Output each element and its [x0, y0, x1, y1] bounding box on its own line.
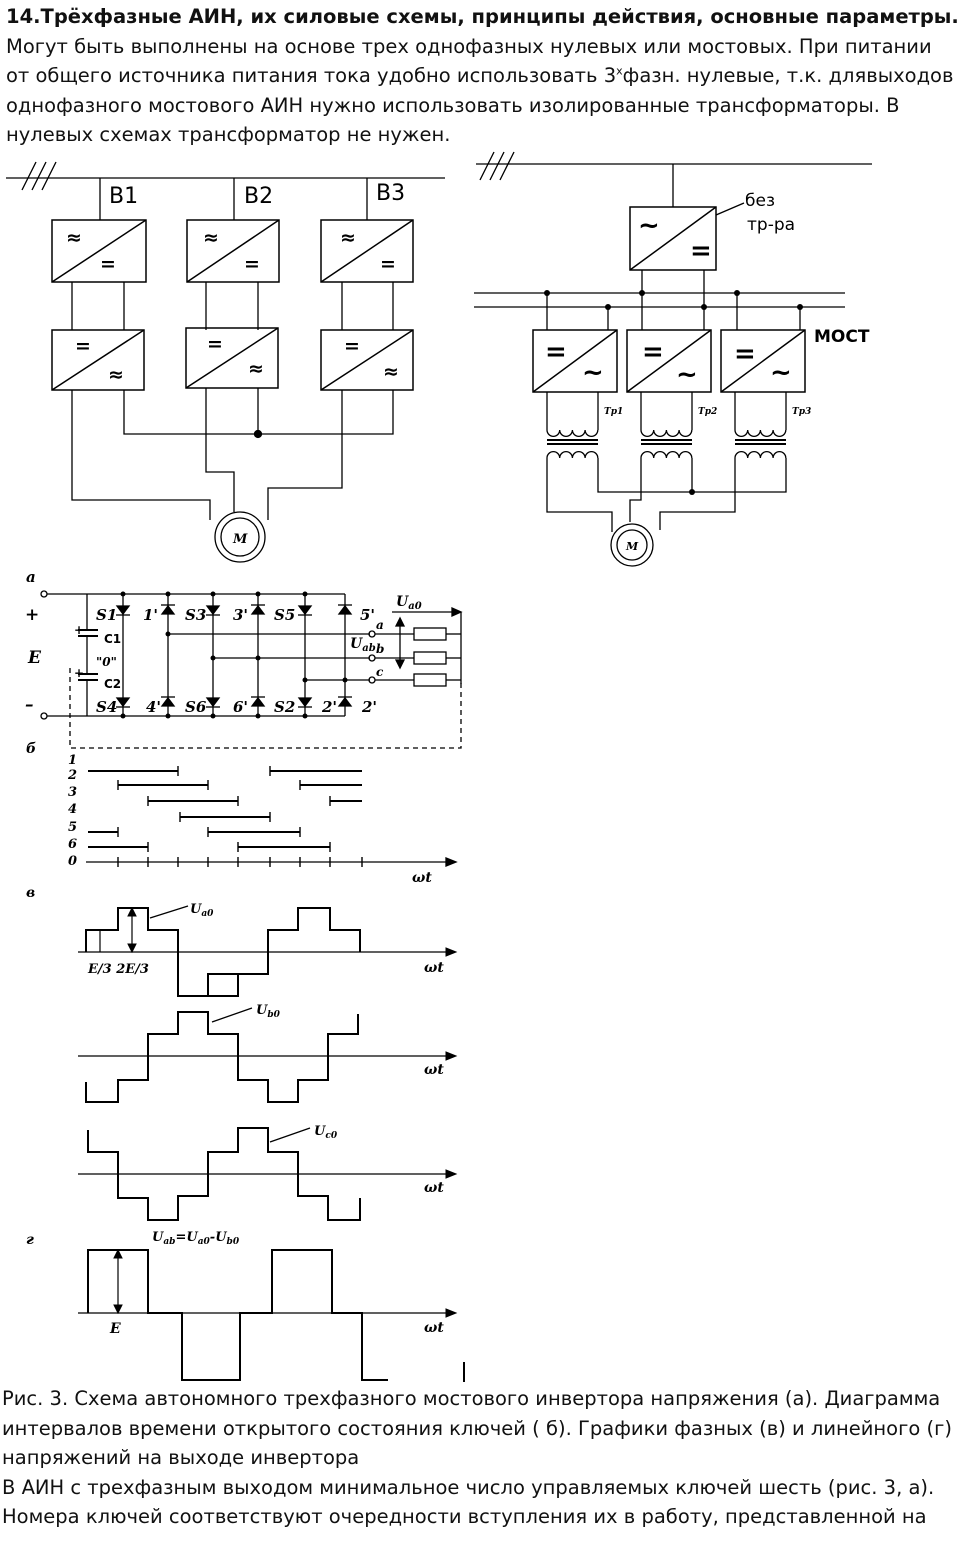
timing-diagram: б 1 2 3 4 5 6 0 ωt: [26, 741, 458, 886]
bridge-ac-1: ~: [582, 358, 604, 388]
figure-caption: Рис. 3. Схема автономного трехфазного мо…: [2, 1384, 967, 1532]
source-label: E: [27, 648, 42, 668]
switch-s1: S1: [96, 606, 117, 624]
rect-sym-1: ≈: [66, 227, 82, 249]
tr2-label: Тр2: [698, 407, 717, 417]
dc-sym-2: =: [244, 253, 260, 275]
note-line1: без: [745, 191, 775, 211]
ua0-wave-label: Ua0: [190, 902, 214, 919]
cap1-label: C1: [104, 632, 121, 646]
intro-text: 14.Трёхфазные АИН, их силовые схемы, при…: [6, 2, 961, 150]
ua0-label: Ua0: [396, 594, 422, 612]
dc-sym-1: =: [100, 253, 116, 275]
switch-6p: 6': [233, 698, 248, 716]
panel-a-label: а: [26, 568, 36, 586]
line-axis-label: ωt: [424, 1320, 444, 1336]
dc-sym-5: =: [207, 333, 223, 355]
out-b-label: b: [376, 642, 384, 656]
cap2-label: C2: [104, 677, 121, 691]
phase-voltages: в Ua0 E/3 2E/3 ωt Ub0 ωt Uc0 ωt: [26, 885, 458, 1221]
row-2-label: 2: [67, 768, 77, 783]
uc0-axis-label: ωt: [424, 1180, 444, 1196]
ua0-axis-label: ωt: [424, 960, 444, 976]
ub0-wave-label: Ub0: [256, 1003, 281, 1020]
row-1-label: 1: [68, 753, 77, 768]
transformers: [546, 392, 787, 459]
caption-p1: Рис. 3. Схема автономного трехфазного мо…: [2, 1387, 952, 1470]
line-voltage: г Uab=Ua0-Ub0 E ωt: [26, 1230, 465, 1382]
line-formula: Uab=Ua0-Ub0: [152, 1230, 240, 1247]
ac-sym-rect: ~: [638, 211, 660, 241]
uc0-wave-label: Uc0: [314, 1124, 338, 1141]
inverter-scheme: а + – E + + "0" C1 C2: [25, 568, 463, 749]
label-b2: В2: [244, 184, 273, 209]
section-title: 14.Трёхфазные АИН, их силовые схемы, при…: [6, 5, 959, 28]
switch-s2: S2: [274, 698, 295, 716]
intro-body-2: фазн. нулевые, т.к. длявыходов однофазно…: [6, 64, 954, 147]
caption-p2: В АИН с трехфазным выходом минимальное ч…: [2, 1475, 935, 1529]
bridge-label: МОСТ: [814, 327, 870, 347]
label-b1: В1: [109, 184, 138, 209]
motor-left-label: М: [232, 532, 248, 547]
ub0-axis-label: ωt: [424, 1062, 444, 1078]
timing-axis-label: ωt: [412, 870, 432, 886]
out-c-label: c: [376, 665, 384, 679]
note-line2: тр-ра: [747, 215, 795, 235]
rect-sym-6: ≈: [383, 361, 399, 383]
switch-s4: S4: [96, 698, 117, 716]
intro-superscript: х: [616, 64, 623, 78]
dc-sym-4: =: [75, 335, 91, 357]
switch-2p: 2': [321, 698, 337, 716]
bridge-dc-2: =: [642, 337, 664, 367]
tr3-label: Тр3: [792, 407, 811, 417]
uab-label: Uab: [350, 636, 376, 654]
intro-body-1: Могут быть выполнены на основе трех одно…: [6, 34, 932, 88]
minus-label: –: [25, 695, 34, 715]
row-0-label: 0: [68, 854, 77, 869]
rect-sym-5: ≈: [248, 358, 264, 380]
panel-b-label: б: [26, 741, 36, 757]
dc-sym-6: =: [344, 335, 360, 357]
motor-right-label: М: [625, 540, 639, 553]
amplitude-label: E: [109, 1321, 121, 1337]
dc-sym-3: =: [380, 253, 396, 275]
tr1-label: Тр1: [604, 407, 623, 417]
plus-label: +: [25, 605, 39, 625]
figure-bridge-transformers: ~ = без тр-ра МОСТ = ~ = ~ = ~: [474, 151, 872, 567]
switch-4p: 4': [146, 698, 161, 716]
bridge-ac-2: ~: [676, 360, 698, 390]
switch-5p: 5': [360, 606, 375, 624]
out-a-label: a: [376, 618, 384, 632]
switch-2p-b: 2': [361, 698, 377, 716]
bridge-ac-3: ~: [770, 358, 792, 388]
levels-label: E/3 2E/3: [87, 962, 149, 977]
mid-label: "0": [96, 655, 117, 669]
dc-sym-rect: =: [690, 236, 712, 266]
row-4-label: 4: [68, 802, 77, 817]
switch-3p: 3': [233, 606, 248, 624]
switch-s6: S6: [185, 698, 207, 716]
switch-1p: 1': [143, 606, 158, 624]
switch-s5: S5: [274, 606, 295, 624]
bridge-dc-3: =: [734, 339, 756, 369]
row-5-label: 5: [68, 820, 77, 835]
panel-g-label: г: [26, 1232, 34, 1248]
rect-sym-4: ≈: [108, 364, 124, 386]
figure-three-converters: В1 В2 В3 ≈ = ≈ = ≈ = = ≈: [6, 161, 445, 563]
rect-sym-2: ≈: [203, 227, 219, 249]
bridge-dc-1: =: [545, 337, 567, 367]
row-3-label: 3: [68, 785, 77, 800]
row-6-label: 6: [68, 837, 77, 852]
label-b3: В3: [376, 181, 405, 206]
rect-sym-3: ≈: [340, 227, 356, 249]
panel-v-label: в: [26, 885, 35, 901]
switch-s3: S3: [185, 606, 206, 624]
